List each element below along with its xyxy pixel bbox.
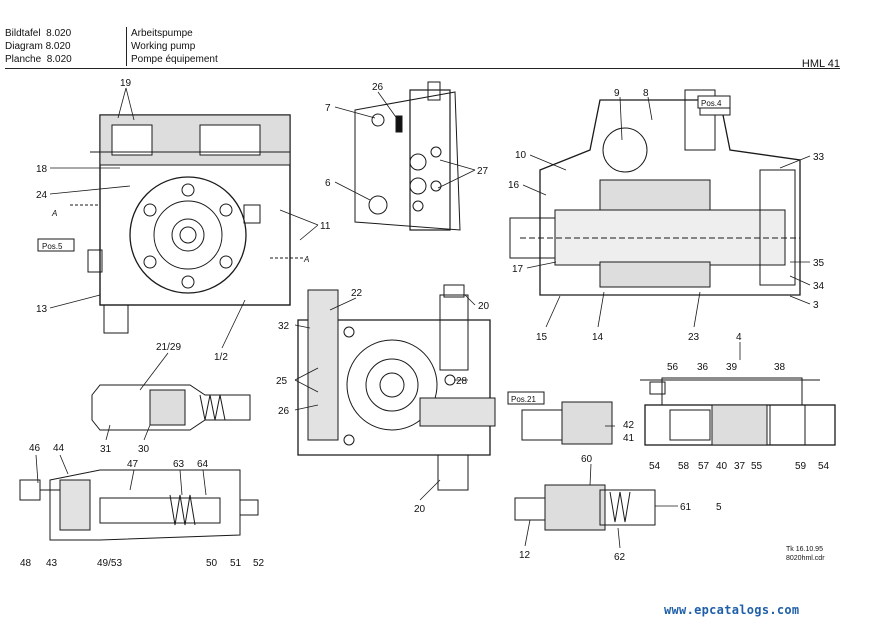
section-mark: A — [51, 209, 57, 218]
callout: 26 — [372, 82, 384, 93]
callout: 17 — [512, 264, 524, 275]
callout: 58 — [678, 461, 690, 472]
callout: 18 — [36, 164, 48, 175]
plug-valve-view — [521, 401, 613, 445]
title-fr: Pompe équipement — [131, 54, 218, 65]
callout: 32 — [278, 321, 290, 332]
callout: 63 — [173, 459, 185, 470]
section-mark: A — [303, 255, 309, 264]
drawing-file: 8020hml.cdr — [786, 555, 825, 562]
pos-ref-label: Pos.5 — [42, 242, 63, 251]
callout: 20 — [414, 504, 426, 515]
callout: 33 — [813, 152, 825, 163]
callout: 13 — [36, 304, 48, 315]
callout: 11 — [320, 221, 331, 232]
diagram-row: Diagram 8.020 — [5, 41, 71, 52]
pump-front-view — [70, 114, 305, 334]
callout: 10 — [515, 150, 527, 161]
control-valve-view — [19, 469, 259, 541]
diagram-row: Planche 8.020 — [5, 54, 72, 65]
pressure-valve-view — [514, 484, 656, 531]
callout: 16 — [508, 180, 520, 191]
callout: 47 — [127, 459, 139, 470]
callout: 34 — [813, 281, 825, 292]
callout: 52 — [253, 558, 265, 569]
callout: 59 — [795, 461, 807, 472]
callout: 19 — [120, 78, 132, 89]
callout: 5 — [716, 502, 722, 513]
callout: 27 — [477, 166, 489, 177]
callout: 37 — [734, 461, 746, 472]
callout: 23 — [688, 332, 700, 343]
callout: 4 — [736, 332, 742, 343]
callout: 9 — [614, 88, 620, 99]
callout: 31 — [100, 444, 112, 455]
diagram-number-block: Bildtafel 8.020 Diagram 8.020 Planche 8.… — [5, 27, 72, 66]
small-valve-view — [91, 384, 251, 431]
callout: 61 — [680, 502, 692, 513]
callout: 15 — [536, 332, 548, 343]
callout: 6 — [325, 178, 331, 189]
model-label: HML 41 — [801, 58, 840, 70]
callout: 12 — [519, 550, 531, 561]
callout: 22 — [351, 288, 363, 299]
callout: 36 — [697, 362, 709, 373]
callout: 30 — [138, 444, 150, 455]
callout: 62 — [614, 552, 626, 563]
valve-block-view — [354, 81, 461, 231]
callout-numbers: 19 18 24 13 11 1/2 7 26 6 27 9 8 10 16 1… — [20, 78, 830, 569]
callout: 1/2 — [214, 352, 228, 363]
callout: 51 — [230, 558, 242, 569]
pos-ref-box — [37, 238, 75, 252]
callout: 28 — [456, 376, 468, 387]
callout: 55 — [751, 461, 763, 472]
title-de: Arbeitspumpe — [131, 28, 193, 39]
callout: 54 — [649, 461, 661, 472]
callout: 8 — [643, 88, 649, 99]
callout: 40 — [716, 461, 728, 472]
title-en: Working pump — [131, 41, 196, 52]
callout: 43 — [46, 558, 58, 569]
pos-ref-box — [507, 391, 545, 405]
pos-ref-box — [697, 95, 731, 109]
pos-ref-label: Pos.4 — [701, 99, 722, 108]
callout: 20 — [478, 301, 490, 312]
callout: 39 — [726, 362, 738, 373]
callout: 7 — [325, 103, 331, 114]
callout: 57 — [698, 461, 710, 472]
callout: 42 — [623, 420, 635, 431]
diagram-row: Bildtafel 8.020 — [5, 28, 72, 39]
drawing-date: Tk 16.10.95 — [786, 546, 823, 553]
diagram-title-block: Arbeitspumpe Working pump Pompe équipeme… — [126, 27, 218, 66]
callout: 49/53 — [97, 558, 122, 569]
callout: 54 — [818, 461, 830, 472]
position-reference-boxes: Pos.5 Pos.4 Pos.21 A A — [37, 95, 731, 405]
callout: 21/29 — [156, 342, 181, 353]
callout: 25 — [276, 376, 288, 387]
header-divider — [5, 68, 840, 69]
callout: 35 — [813, 258, 825, 269]
callout: 48 — [20, 558, 32, 569]
callout: 41 — [623, 433, 635, 444]
callout: 26 — [278, 406, 290, 417]
watermark-text: www.epcatalogs.com — [664, 603, 800, 617]
pos-ref-label: Pos.21 — [511, 395, 536, 404]
solenoid-block-view — [640, 377, 836, 446]
callout: 44 — [53, 443, 65, 454]
callout: 46 — [29, 443, 41, 454]
callout: 38 — [774, 362, 786, 373]
drawing-footer-note: Tk 16.10.95 8020hml.cdr — [786, 545, 825, 563]
callout: 60 — [581, 454, 593, 465]
callout: 56 — [667, 362, 679, 373]
pump-section-view — [509, 89, 801, 296]
leader-lines — [35, 87, 811, 549]
cover-plate-view — [297, 284, 496, 491]
callout: 50 — [206, 558, 218, 569]
callout: 3 — [813, 300, 819, 311]
callout: 24 — [36, 190, 48, 201]
callout: 14 — [592, 332, 604, 343]
callout: 64 — [197, 459, 209, 470]
